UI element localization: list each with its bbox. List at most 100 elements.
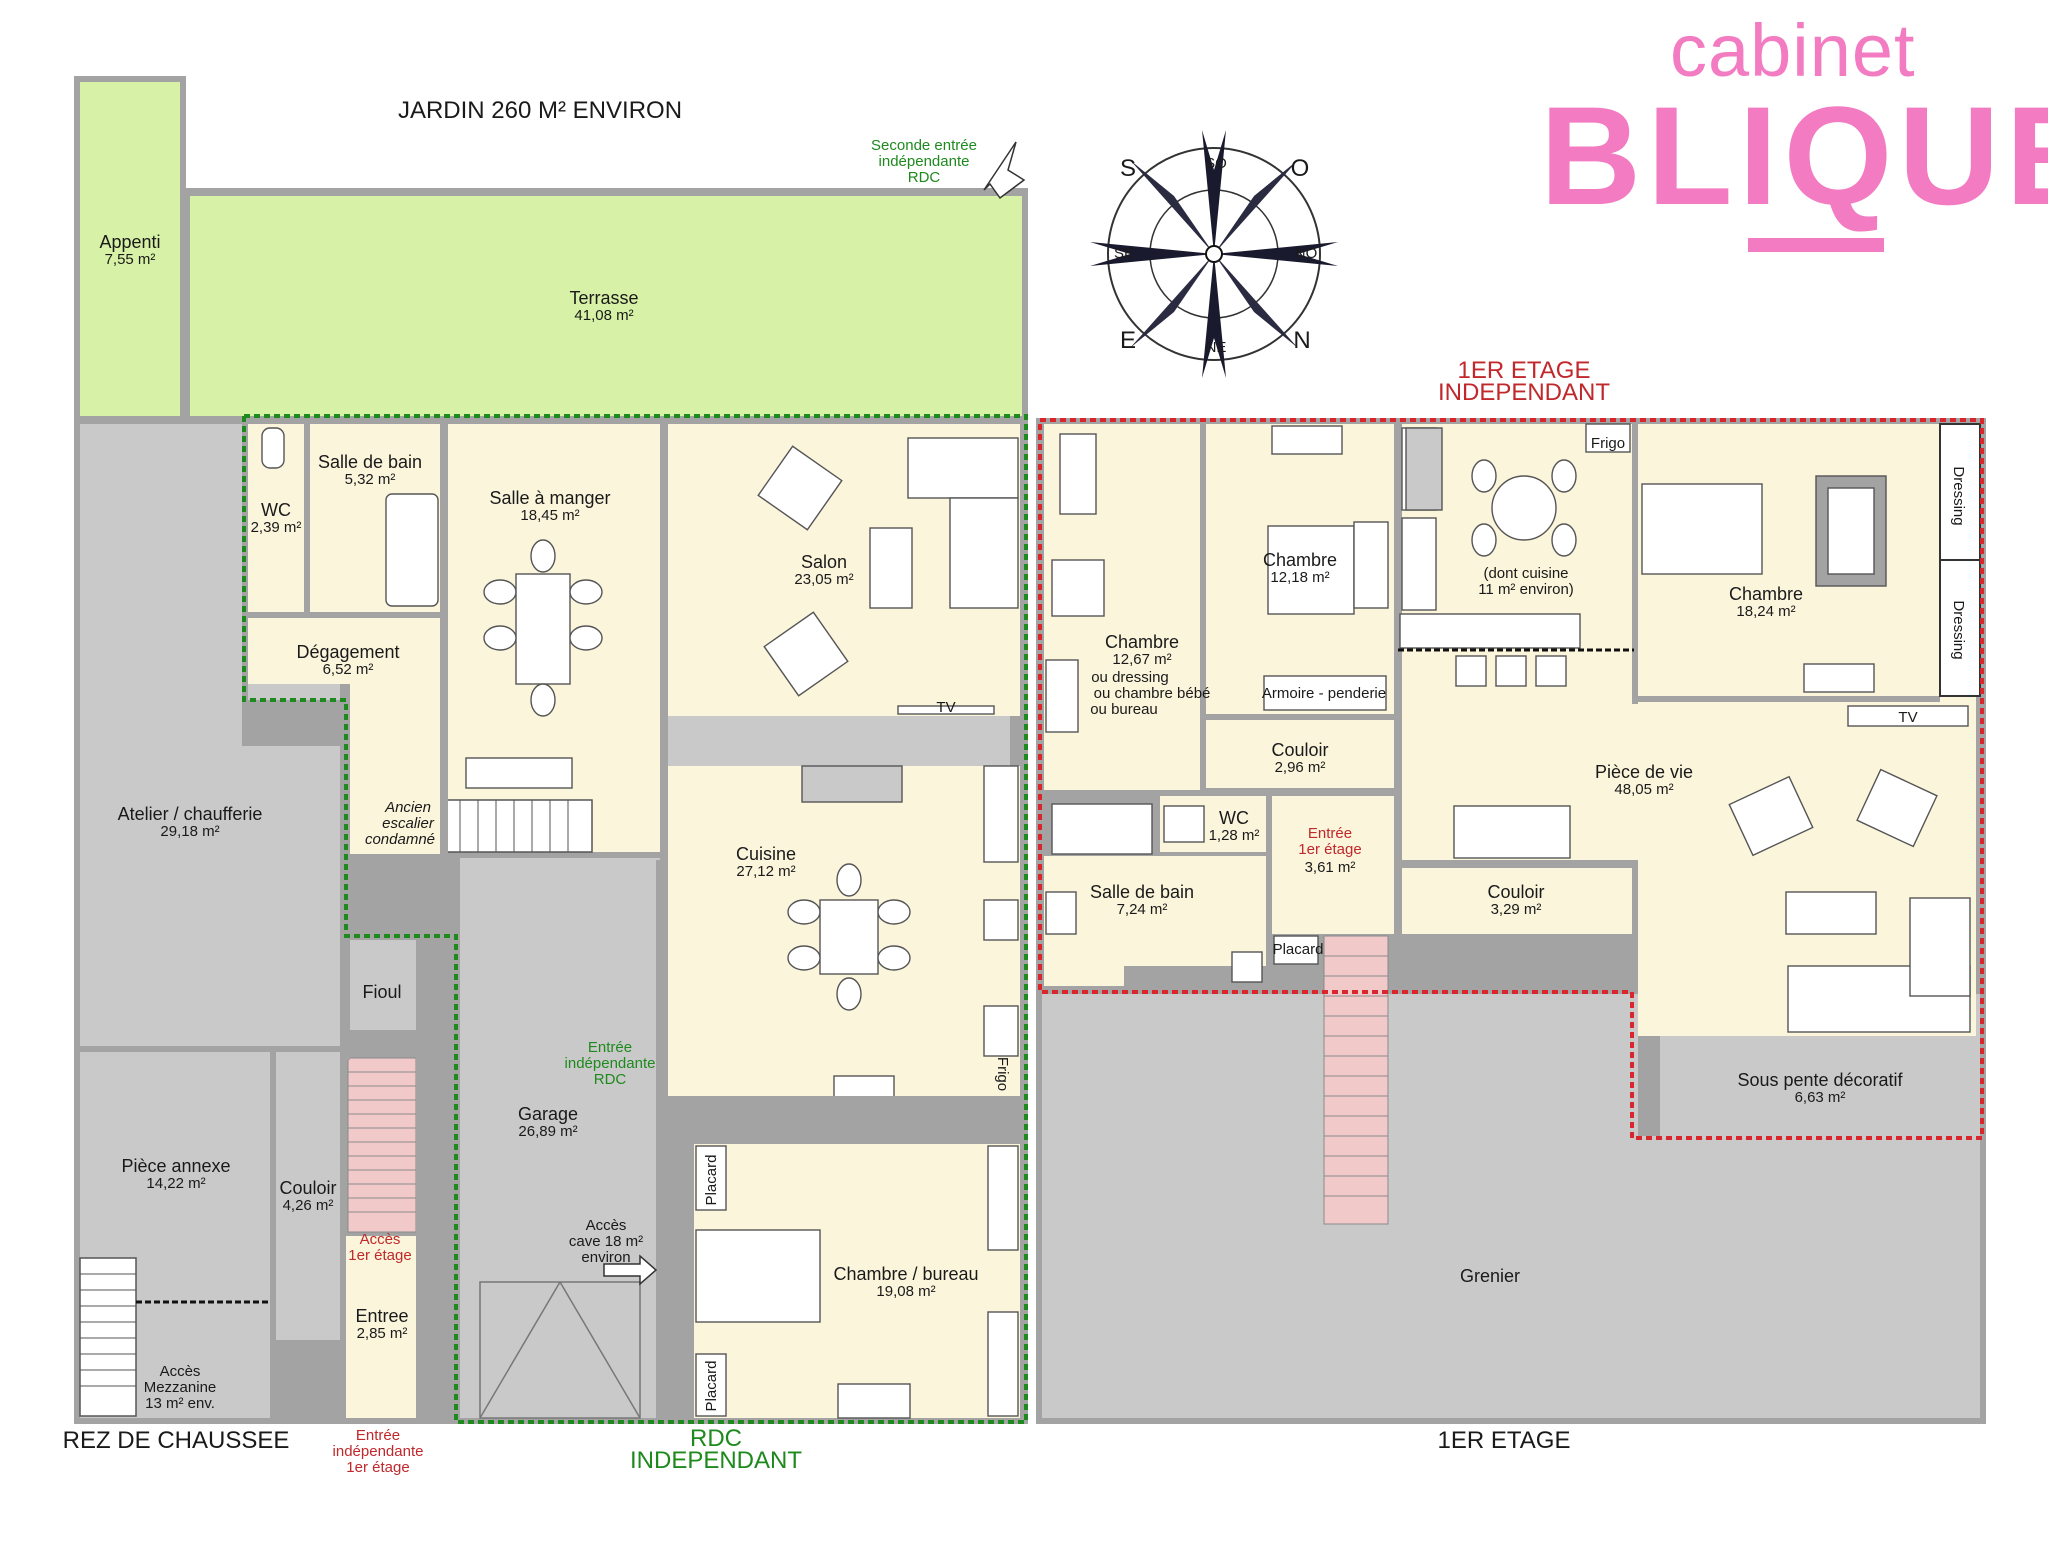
stair-acces-etage [347,1057,417,1233]
chambre3-name: Chambre [1729,584,1803,604]
atelier-name: Atelier / chaufferie [118,804,263,824]
compass-e: E [1120,327,1136,354]
sdb-rdc-name: Salle de bain [318,452,422,472]
jardin-label: JARDIN 260 M² ENVIRON [398,97,682,124]
chambre2-name: Chambre [1263,550,1337,570]
stair-steps-rdc [348,1071,416,1213]
terrasse-name: Terrasse [569,288,638,308]
sdb-etage-name: Salle de bain [1090,882,1194,902]
compass-labels: S O N E SO NO NE SE [1114,155,1317,356]
stair-etage-steps [1324,955,1388,1197]
chambre-bureau-name: Chambre / bureau [833,1264,978,1284]
dressing1-label: Dressing [1950,466,1967,525]
sam-area: 18,45 m² [520,507,579,524]
stair-mezz-steps [80,1273,136,1387]
degagement-floor [248,618,440,684]
rdc-furniture [261,427,1019,1419]
salon-name: Salon [801,552,847,572]
arrow-seconde-entree-icon [983,141,1026,200]
appenti-area: 7,55 m² [105,251,156,268]
garage-floor [460,858,660,1418]
entree-etage-area: 3,61 m² [1305,859,1356,876]
stair-ancien-steps [459,800,569,852]
ancien-line1: Ancien [384,799,431,816]
garage-door [479,1281,641,1419]
chambre3-area: 18,24 m² [1736,603,1795,620]
degagement-name: Dégagement [296,642,399,662]
annexe-area: 14,22 m² [146,1175,205,1192]
compass-so: SO [1205,155,1227,172]
garage-area: 26,89 m² [518,1123,577,1140]
entree-etage-name: Entrée [1308,825,1352,842]
placard1-label: Placard [703,1155,720,1206]
terrasse-floor [190,196,1022,416]
couloir-rdc-floor [276,1052,344,1340]
garage-name: Garage [518,1104,578,1124]
chambre1-note1: ou dressing [1091,669,1169,686]
fioul-name: Fioul [362,982,401,1002]
rez-label: REZ DE CHAUSSEE [63,1427,290,1454]
wc-rdc-name: WC [261,500,291,520]
seconde-entree-line2: indépendante [879,153,970,170]
rdc-indep-boundary [242,414,1028,1424]
wc-etage-name: WC [1219,808,1249,828]
chambre-bureau-area: 19,08 m² [876,1283,935,1300]
etage-walls [1044,418,1940,1136]
etage-indep-line1: 1ER ETAGE [1458,357,1591,384]
ancien-line3: condamné [365,831,435,848]
tv-etage-label: TV [1898,709,1917,726]
grenier-name: Grenier [1460,1266,1520,1286]
compass-o: O [1291,155,1310,182]
compass-ne: NE [1206,339,1227,356]
acces-etage-line1: Accès [360,1231,401,1248]
acces-cave-line2: cave 18 m² [569,1233,643,1250]
logo-underline [1748,238,1884,252]
etage-label: 1ER ETAGE [1438,1427,1571,1454]
acces-cave-line1: Accès [586,1217,627,1234]
entree-etage-bas-line3: 1er étage [346,1459,409,1476]
piece-vie-name: Pièce de vie [1595,762,1693,782]
frigo-etage-label: Frigo [1591,435,1625,452]
atelier-area: 29,18 m² [160,823,219,840]
entree-rdc-line1: Entrée [588,1039,632,1056]
dressing2-label: Dressing [1950,600,1967,659]
cuisine-area: 27,12 m² [736,863,795,880]
appenti-name: Appenti [99,232,160,252]
acces-mezz-line1: Accès [160,1363,201,1380]
brand-logo: cabinet BLIQUE [1540,8,2048,268]
acces-etage-line2: 1er étage [348,1247,411,1264]
rdc-indep-line2: INDEPENDANT [630,1447,802,1474]
annexe-name: Pièce annexe [121,1156,230,1176]
chambre2-area: 12,18 m² [1270,569,1329,586]
cuisine-note-line2: 11 m² environ) [1478,581,1574,598]
placard2-label: Placard [703,1361,720,1412]
chambre1-note3: ou bureau [1090,701,1158,718]
compass-s: S [1120,155,1136,182]
couloir2-name: Couloir [1487,882,1544,902]
arrow-acces-cave-icon [603,1254,658,1286]
rdc-indep-line1: RDC [690,1425,742,1452]
tv-rdc-label: TV [936,699,955,716]
frigo-rdc-label: Frigo [994,1057,1011,1091]
sous-pente-name: Sous pente décoratif [1737,1070,1903,1090]
placard-etage-label: Placard [1273,941,1324,958]
degagement-ext [350,684,440,854]
entree-etage-sub: 1er étage [1298,841,1361,858]
terrasse-area: 41,08 m² [574,307,633,324]
stair-ancien [441,799,593,853]
chambre1-name: Chambre [1105,632,1179,652]
sdb-etage-area: 7,24 m² [1117,901,1168,918]
entree-rdc-name: Entree [355,1306,408,1326]
entree-rdc-area: 2,85 m² [357,1325,408,1342]
fioul-floor [346,940,416,1030]
sous-pente-floor [1660,1040,1978,1136]
acces-mezz-line2: Mezzanine [144,1379,217,1396]
armoire-label: Armoire - penderie [1262,685,1386,702]
corridor-floor [668,716,1010,766]
logo-line1: cabinet [1670,9,1916,92]
compass-n: N [1293,327,1310,354]
degagement-area: 6,52 m² [323,661,374,678]
cuisine-note-line1: (dont cuisine [1483,565,1568,582]
entree-etage-bas-line1: Entrée [356,1427,400,1444]
